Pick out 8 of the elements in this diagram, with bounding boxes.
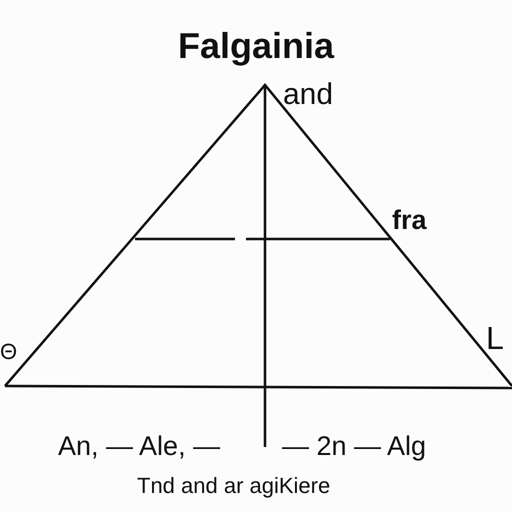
diagram-title: Falgainia [176,28,336,64]
diagram-label: Tnd and ar agiKiere [137,475,330,497]
diagram-label: fra [392,207,427,234]
diagram-label: An, — Ale, — [58,433,220,460]
diagram-label: and [283,80,334,110]
diagram-label: — 2n — Alg [282,433,426,460]
diagram-label: Θ [0,341,18,363]
diagram-label: L [486,322,504,354]
